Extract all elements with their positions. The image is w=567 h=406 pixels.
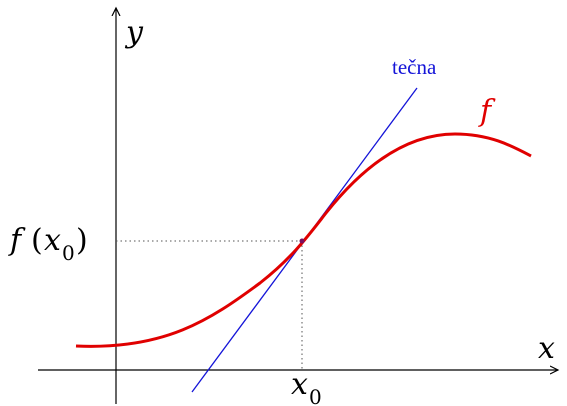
fx0-label-open-paren: ( (31, 223, 43, 258)
tangent-label: tečna (392, 55, 437, 79)
x0-label-subscript: 0 (309, 385, 322, 406)
fx0-label-f: f (8, 223, 26, 258)
x0-label: x 0 (291, 367, 322, 406)
fx0-label: f ( x 0 ) (8, 223, 88, 265)
x0-label-base: x (291, 367, 308, 402)
y-axis-label: y (124, 15, 144, 50)
fx0-label-x: x (44, 223, 61, 258)
curve-f (75, 132, 532, 348)
x-axis-label: x (538, 331, 555, 366)
function-label: f (478, 94, 496, 129)
tangent-point (299, 238, 305, 244)
fx0-label-close-paren: ) (76, 223, 88, 258)
fx0-label-subscript: 0 (62, 241, 75, 265)
